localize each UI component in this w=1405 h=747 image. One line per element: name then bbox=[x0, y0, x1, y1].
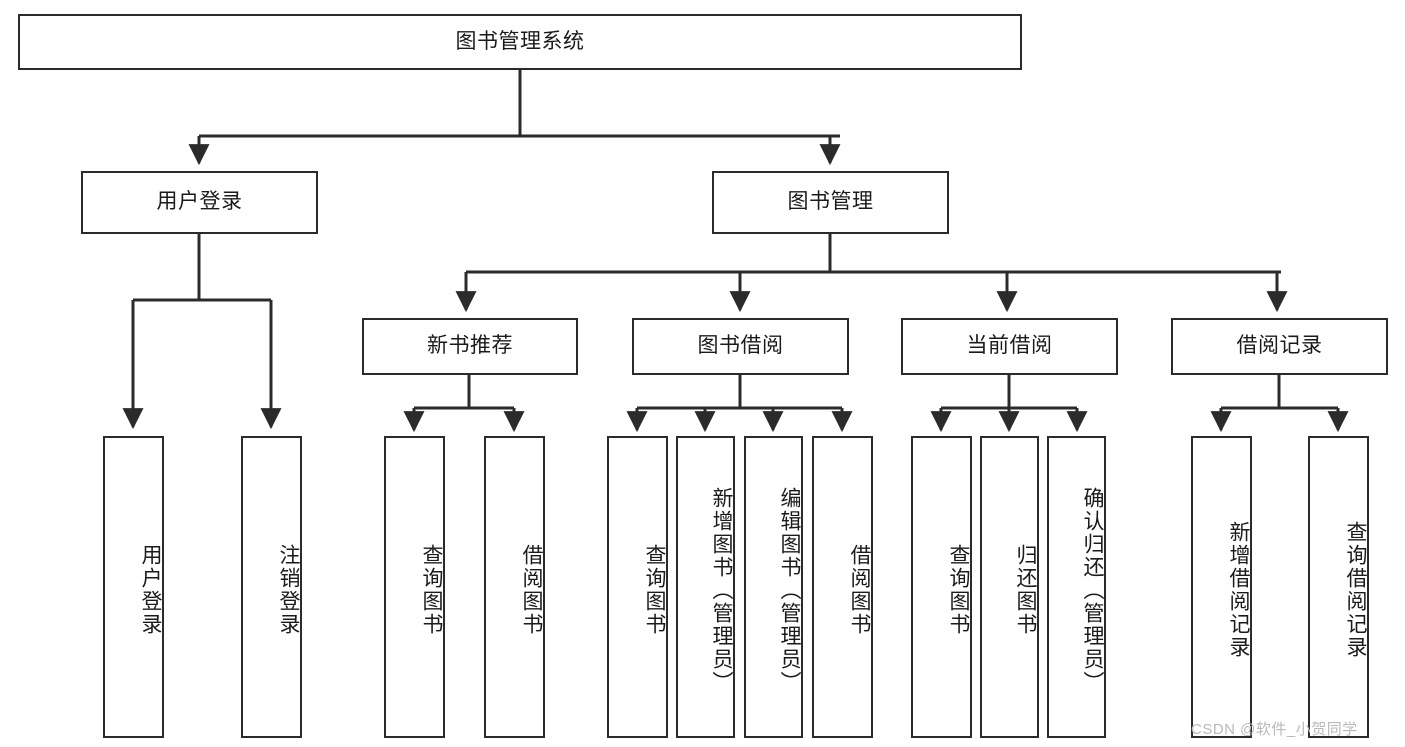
node-book-management-label: 图书管理 bbox=[787, 190, 874, 214]
node-leaf-edit-book-admin-label: 编辑图书（管理员） bbox=[778, 486, 801, 694]
node-leaf-add-book-admin-label: 新增图书（管理员） bbox=[710, 486, 733, 694]
node-current-borrow[interactable]: 当前借阅 bbox=[901, 318, 1118, 375]
node-leaf-logout[interactable]: 注销登录 bbox=[241, 436, 302, 738]
node-leaf-add-book-admin[interactable]: 新增图书（管理员） bbox=[676, 436, 735, 738]
node-leaf-query-book-2[interactable]: 查询图书 bbox=[607, 436, 668, 738]
node-user-login-label: 用户登录 bbox=[156, 190, 243, 214]
node-leaf-return-book-label: 归还图书 bbox=[1014, 544, 1037, 636]
node-leaf-user-login[interactable]: 用户登录 bbox=[103, 436, 164, 738]
node-leaf-add-borrow-record-label: 新增借阅记录 bbox=[1227, 521, 1250, 659]
node-leaf-query-book-3-label: 查询图书 bbox=[947, 544, 970, 636]
node-leaf-borrow-book-2-label: 借阅图书 bbox=[848, 544, 871, 636]
node-leaf-query-borrow-record[interactable]: 查询借阅记录 bbox=[1308, 436, 1369, 738]
node-leaf-confirm-return-admin[interactable]: 确认归还（管理员） bbox=[1047, 436, 1106, 738]
node-leaf-confirm-return-admin-label: 确认归还（管理员） bbox=[1081, 486, 1104, 694]
node-user-login[interactable]: 用户登录 bbox=[81, 171, 318, 234]
node-book-borrow[interactable]: 图书借阅 bbox=[632, 318, 849, 375]
node-leaf-borrow-book-2[interactable]: 借阅图书 bbox=[812, 436, 873, 738]
node-leaf-edit-book-admin[interactable]: 编辑图书（管理员） bbox=[744, 436, 803, 738]
node-leaf-return-book[interactable]: 归还图书 bbox=[980, 436, 1039, 738]
node-leaf-query-book-1[interactable]: 查询图书 bbox=[384, 436, 445, 738]
node-leaf-borrow-book-1[interactable]: 借阅图书 bbox=[484, 436, 545, 738]
node-leaf-logout-label: 注销登录 bbox=[277, 544, 300, 636]
node-leaf-borrow-book-1-label: 借阅图书 bbox=[520, 544, 543, 636]
node-leaf-query-book-3[interactable]: 查询图书 bbox=[911, 436, 972, 738]
node-leaf-query-book-1-label: 查询图书 bbox=[420, 544, 443, 636]
node-leaf-add-borrow-record[interactable]: 新增借阅记录 bbox=[1191, 436, 1252, 738]
node-root[interactable]: 图书管理系统 bbox=[18, 14, 1022, 70]
node-borrow-record-label: 借阅记录 bbox=[1236, 334, 1323, 358]
node-borrow-record[interactable]: 借阅记录 bbox=[1171, 318, 1388, 375]
node-leaf-user-login-label: 用户登录 bbox=[139, 544, 162, 636]
node-new-book-recommend[interactable]: 新书推荐 bbox=[362, 318, 578, 375]
node-leaf-query-book-2-label: 查询图书 bbox=[643, 544, 666, 636]
node-book-borrow-label: 图书借阅 bbox=[697, 334, 784, 358]
node-leaf-query-borrow-record-label: 查询借阅记录 bbox=[1344, 521, 1367, 659]
node-current-borrow-label: 当前借阅 bbox=[966, 334, 1053, 358]
node-root-label: 图书管理系统 bbox=[455, 29, 585, 53]
node-book-management[interactable]: 图书管理 bbox=[712, 171, 949, 234]
node-new-book-recommend-label: 新书推荐 bbox=[427, 334, 513, 358]
